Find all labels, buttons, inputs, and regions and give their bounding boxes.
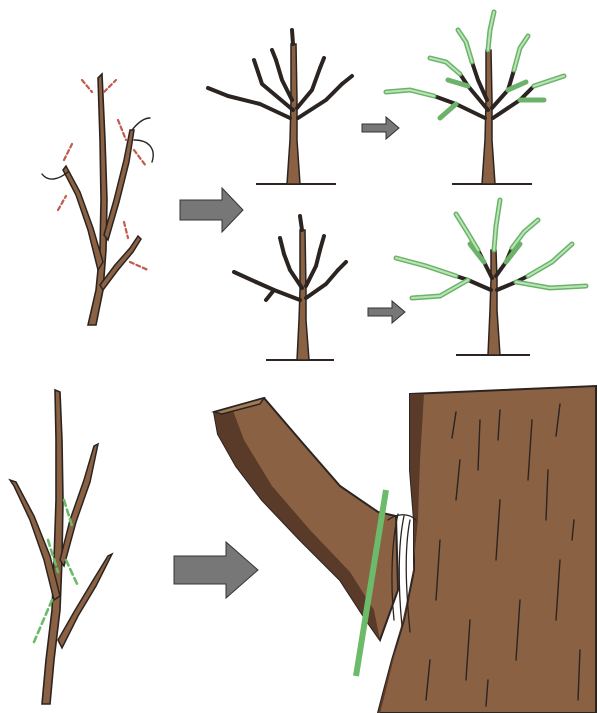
whip-twig-right — [132, 118, 153, 162]
grown-trunk — [488, 250, 500, 355]
large-arrow-top — [180, 188, 243, 232]
shoot-branch-right-lower — [58, 554, 112, 648]
scaffold-tree-bottom — [234, 216, 346, 360]
scaffold-tree-top — [208, 30, 352, 184]
whip-branch-right — [104, 130, 134, 240]
whip-branch-left — [63, 166, 103, 270]
whip-with-cut-marks — [42, 74, 153, 325]
small-arrow-lower — [368, 301, 405, 323]
red-pruned-tips — [208, 30, 352, 96]
branch-collar-closeup — [214, 386, 596, 713]
red-pruned-tips — [234, 216, 346, 300]
shoot-with-green-cut-marks — [10, 390, 112, 704]
shoot-branch-left — [10, 480, 60, 600]
grown-tree-bottom — [396, 200, 586, 355]
small-arrow-upper — [362, 117, 399, 139]
grown-tree-top — [386, 12, 564, 184]
scaffold-trunk — [287, 44, 300, 184]
large-arrow-bottom — [174, 542, 258, 598]
